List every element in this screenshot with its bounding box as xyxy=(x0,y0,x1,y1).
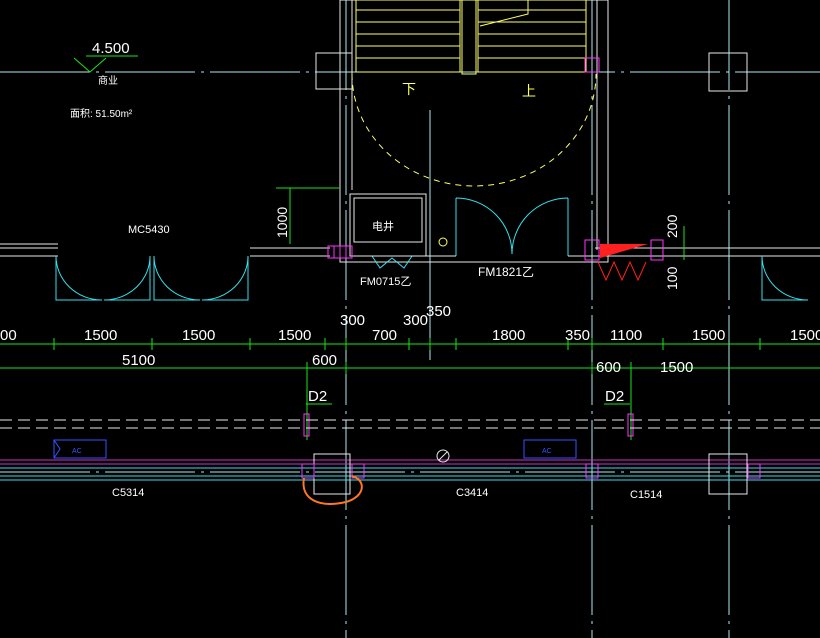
mc-door-leaf-right xyxy=(761,255,809,301)
red-marker xyxy=(597,244,648,282)
dim-label: 300 xyxy=(403,312,428,329)
hatched-columns xyxy=(327,57,664,261)
window-c5314: C5314 xyxy=(112,487,144,499)
ac-label-left: AC xyxy=(72,448,82,455)
level-elevation: 4.500 xyxy=(92,40,130,57)
dim-label: 1100 xyxy=(610,327,642,344)
dim-ticks xyxy=(53,338,761,374)
column-hatch-bottom xyxy=(585,463,599,479)
column-hatch-bottom xyxy=(747,463,761,479)
red-wedge xyxy=(600,244,648,258)
drain-symbol xyxy=(436,449,450,463)
dim-label: 1500 xyxy=(278,327,311,344)
fire-doors xyxy=(371,197,569,269)
stair-flight-right xyxy=(477,0,587,73)
d2-marker-right xyxy=(627,413,634,437)
column-hatch-right xyxy=(584,239,600,261)
ac-box-left xyxy=(53,439,107,459)
door-fm1821-right-leaf xyxy=(511,197,569,256)
room-area: 面积: 51.50m² xyxy=(70,108,133,120)
door-fm1821-left-leaf xyxy=(455,197,513,256)
mc-door-leaf xyxy=(55,255,103,301)
dashed-beams xyxy=(0,419,820,429)
dim-label: 1500 xyxy=(182,327,215,344)
column-hatch-bottom xyxy=(301,463,315,479)
orange-annotation-circle[interactable] xyxy=(302,475,363,505)
d2-marker-left xyxy=(303,413,310,437)
stair-flight-left xyxy=(355,0,461,73)
red-triangles xyxy=(597,260,647,282)
stair-landing-arc xyxy=(351,73,597,187)
level-marker: 4.500 商业 面积: 51.50m² xyxy=(70,40,138,120)
pipe-symbol xyxy=(438,237,448,247)
stair-down-label: 下 xyxy=(402,81,416,97)
dim-row2-labels: 5100 600 600 1500 xyxy=(122,352,693,376)
column-bottom-right xyxy=(708,453,748,495)
dim-200-label: 200 xyxy=(664,214,680,238)
dim-label: 350 xyxy=(426,303,451,320)
mc5430-label: MC5430 xyxy=(128,224,170,236)
dim-label: 300 xyxy=(340,312,365,329)
stair-treads xyxy=(351,0,597,187)
ac-box-right xyxy=(523,439,577,459)
main-wall xyxy=(0,243,820,257)
mc-door-leaf xyxy=(153,255,201,301)
dim-label: 1500 xyxy=(660,359,693,376)
column-hatch-far xyxy=(650,239,664,261)
electric-shaft: 电井 xyxy=(349,193,448,257)
dim-label: 350 xyxy=(565,327,590,344)
mc5430-doors xyxy=(55,255,809,301)
column-top-right xyxy=(708,52,748,92)
column-hatch-top xyxy=(584,57,600,73)
shaft-label: 电井 xyxy=(372,219,394,233)
stair-shaft-outer xyxy=(339,0,609,263)
dim-label: 600 xyxy=(596,359,621,376)
dim-label: 1500 xyxy=(790,327,820,344)
window-c3414: C3414 xyxy=(456,487,488,499)
fm1821-label: FM1821乙 xyxy=(478,265,534,279)
d2-tag-left: D2 xyxy=(308,388,327,405)
column-top-left xyxy=(315,52,353,90)
d2-tags: D2 D2 xyxy=(303,388,634,437)
stair-block: 下 上 xyxy=(339,0,609,263)
d2-tag-right: D2 xyxy=(605,388,624,405)
stair-well xyxy=(461,0,477,75)
stair-direction-arrow xyxy=(479,0,529,27)
dim-label: 5100 xyxy=(122,352,155,369)
exterior-wall xyxy=(0,449,820,495)
level-triangle xyxy=(73,57,107,73)
dim-label: 1500 xyxy=(692,327,725,344)
ac-tags: AC AC xyxy=(53,439,577,459)
dim-row1-labels: 00 1500 1500 1500 300 700 300 350 1800 3… xyxy=(0,303,820,344)
door-fm0715-mark xyxy=(371,255,413,269)
window-c1514: C1514 xyxy=(630,489,662,501)
dim-100-label: 100 xyxy=(664,266,680,290)
dim-label: 1800 xyxy=(492,327,525,344)
fm0715-label: FM0715乙 xyxy=(360,275,411,288)
drain-hatch xyxy=(438,451,448,461)
stair-up-label: 上 xyxy=(522,83,536,99)
dim-label: 1500 xyxy=(84,327,117,344)
mc-door-leaf xyxy=(201,255,249,301)
ac-arrows-left xyxy=(53,439,61,459)
ac-label-right: AC xyxy=(542,448,552,455)
dim-1000-label: 1000 xyxy=(274,207,290,238)
mc-door-leaf xyxy=(103,255,151,301)
dim-label: 00 xyxy=(0,327,17,344)
dim-label: 700 xyxy=(372,327,397,344)
dim-label: 600 xyxy=(312,352,337,369)
window-labels: C5314 C3414 C1514 xyxy=(112,487,662,501)
room-name: 商业 xyxy=(98,74,118,87)
shaft-inner xyxy=(353,197,423,243)
